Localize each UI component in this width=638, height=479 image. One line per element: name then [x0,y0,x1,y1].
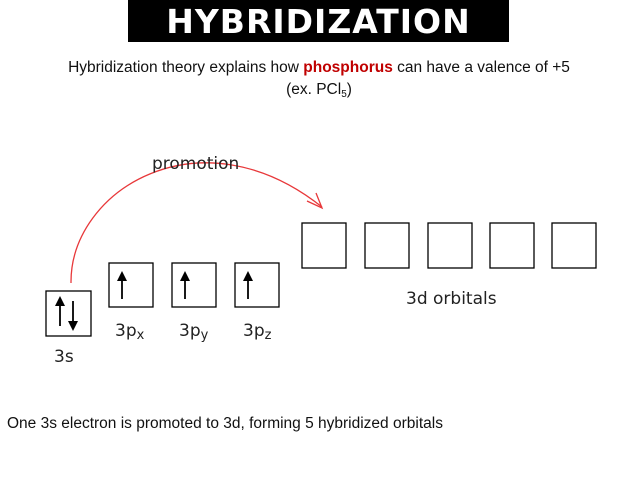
electron-down-arrowhead [68,321,78,331]
page-title: HYBRIDIZATION [166,1,471,41]
title-banner: HYBRIDIZATION [128,0,509,42]
orbital-3s-label: 3s [54,347,74,367]
intro-after: can have a valence of +5 [392,59,570,76]
orbitals-3d-label: 3d orbitals [406,289,497,309]
example-prefix: (ex. PCl [286,81,342,98]
example-suffix: ) [346,81,352,98]
orbital-3pz [234,262,280,308]
orbital-3d-box [551,222,597,269]
orbital-3px [108,262,154,308]
promotion-label: promotion [152,154,239,174]
promotion-arrow [70,162,323,284]
caption: One 3s electron is promoted to 3d, formi… [7,415,443,432]
orbital-3d-box [427,222,473,269]
example-subscript: 5 [341,89,347,100]
intro-text: Hybridization theory explains how phosph… [0,57,638,101]
promotion-arrowhead [306,192,324,210]
intro-line-1: Hybridization theory explains how phosph… [0,57,638,79]
orbital-3py [171,262,217,308]
orbital-3s [45,290,92,337]
orbital-3d-box [364,222,410,269]
orbital-3d-box [489,222,535,269]
orbital-3pz-label: 3pz [243,321,272,343]
orbital-3d-box [301,222,347,269]
intro-line-2: (ex. PCl5) [0,79,638,101]
intro-highlight: phosphorus [303,59,393,76]
orbital-3px-label: 3px [115,321,145,343]
orbital-3py-label: 3py [179,321,209,343]
electron-up-arrowhead [55,296,65,306]
orbitals-3d [301,222,597,269]
intro-before: Hybridization theory explains how [68,59,304,76]
